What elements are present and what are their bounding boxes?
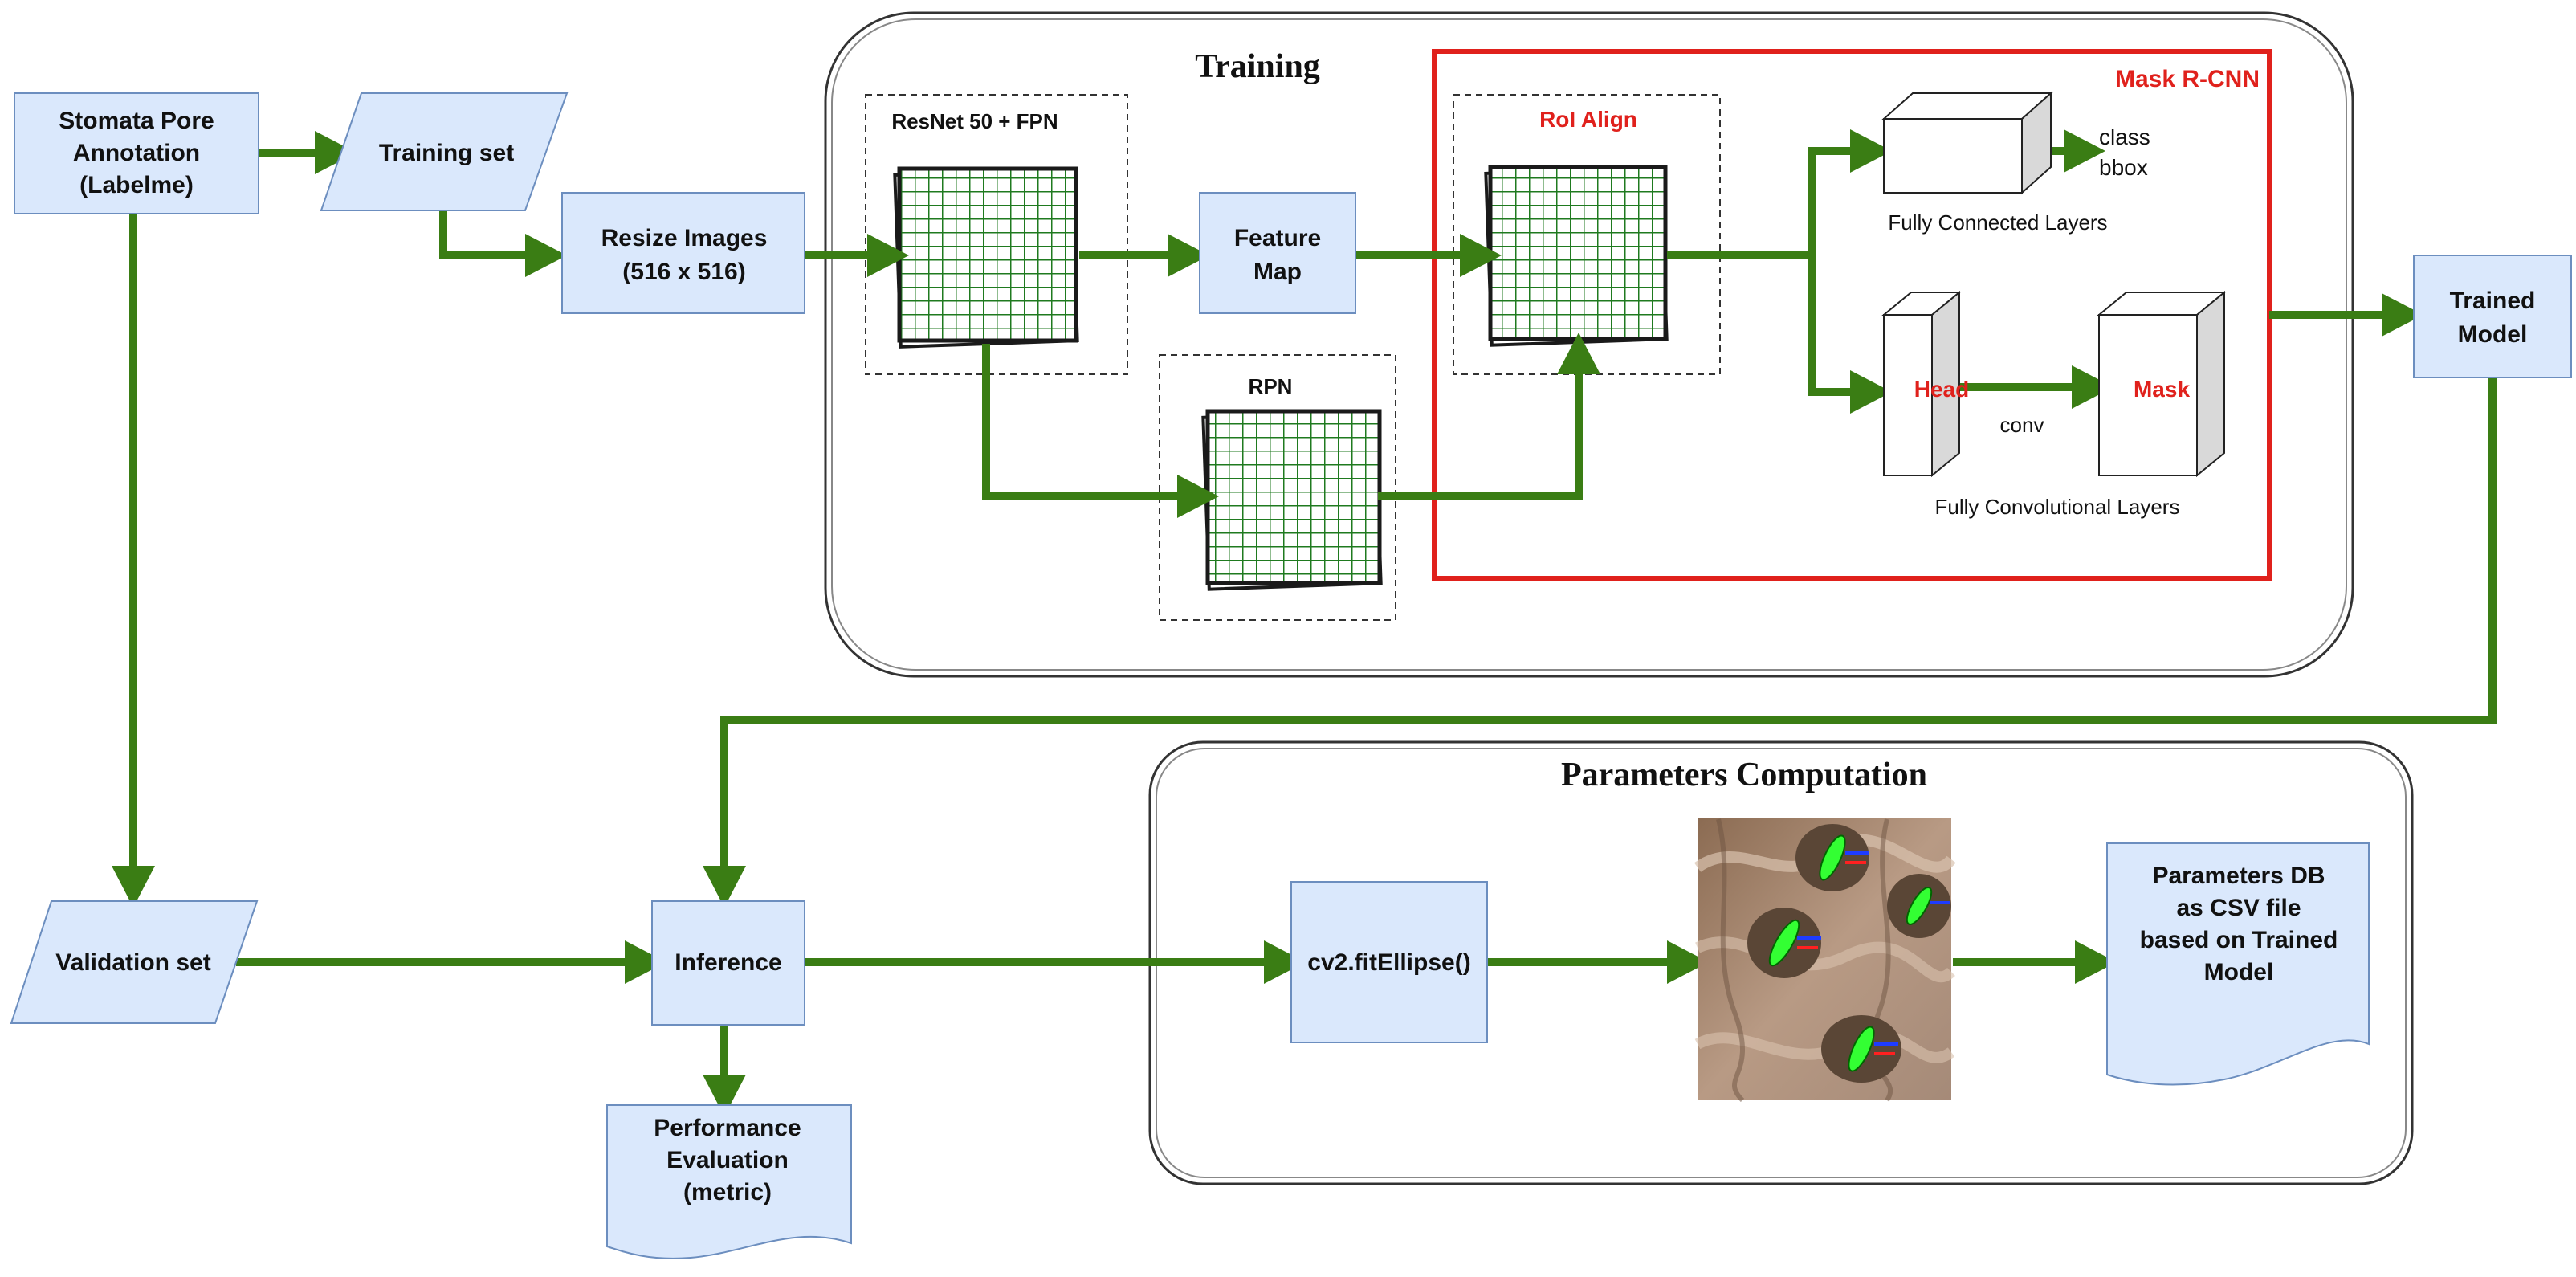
trained-model-node: Trained Model <box>2413 255 2572 378</box>
conv-label: conv <box>2000 413 2044 437</box>
fc-layers-caption: Fully Connected Layers <box>1888 210 2107 235</box>
rpn-label: RPN <box>1249 374 1293 398</box>
arrow-trained-inference <box>703 377 2497 908</box>
roi-grid-icon <box>1484 165 1669 347</box>
svg-text:(metric): (metric) <box>683 1179 772 1206</box>
arrow-roi-head <box>1808 255 1892 414</box>
mask-rcnn-label: Mask R-CNN <box>2115 66 2260 92</box>
arrow-roi-fc <box>1667 129 1892 259</box>
annotation-node: Stomata Pore Annotation (Labelme) <box>14 92 259 214</box>
svg-text:Training set: Training set <box>379 140 514 166</box>
svg-text:Trained: Trained <box>2450 288 2536 314</box>
fc-layer-block <box>1881 91 2053 195</box>
svg-text:as CSV file: as CSV file <box>2176 895 2301 921</box>
svg-text:Stomata Pore: Stomata Pore <box>59 108 214 134</box>
feature-map-node: Feature Map <box>1199 192 1356 314</box>
svg-text:Resize Images: Resize Images <box>601 225 768 251</box>
arrow-rpn-roi <box>1378 333 1600 500</box>
class-bbox-label: class bbox <box>2099 124 2150 180</box>
rpn-grid-icon <box>1201 409 1383 591</box>
svg-text:Model: Model <box>2204 959 2274 985</box>
parameters-title: Parameters Computation <box>1561 757 1927 794</box>
training-group: Training <box>824 11 2354 678</box>
svg-text:Annotation: Annotation <box>73 140 200 166</box>
svg-text:(516 x 516): (516 x 516) <box>622 259 745 285</box>
arrow-training-resize <box>439 210 567 277</box>
rpn-block: RPN <box>1159 354 1396 621</box>
resize-node: Resize Images (516 x 516) <box>561 192 805 314</box>
connectors <box>112 129 2497 1116</box>
svg-text:bbox: bbox <box>2099 155 2148 180</box>
svg-text:Feature: Feature <box>1234 225 1321 251</box>
fcn-layers-caption: Fully Convolutional Layers <box>1935 495 2180 519</box>
svg-text:Performance: Performance <box>654 1115 801 1141</box>
backbone-block: ResNet 50 + FPN <box>865 94 1128 375</box>
backbone-grid-icon <box>893 166 1079 349</box>
fit-ellipse-node: cv2.fitEllipse() <box>1290 881 1488 1043</box>
backbone-label: ResNet 50 + FPN <box>891 109 1058 133</box>
svg-text:Head: Head <box>1914 377 1969 402</box>
training-title: Training <box>1195 48 1320 85</box>
svg-text:Evaluation: Evaluation <box>666 1147 789 1173</box>
svg-text:Mask: Mask <box>2134 377 2190 402</box>
svg-text:Map: Map <box>1253 259 1302 285</box>
svg-text:cv2.fitEllipse(): cv2.fitEllipse() <box>1307 949 1470 976</box>
parameters-db-node: Parameters DB as CSV file based on Train… <box>2106 842 2370 1086</box>
roi-align-label: RoI Align <box>1539 107 1637 132</box>
svg-text:Model: Model <box>2458 321 2528 348</box>
inference-node: Inference <box>651 900 805 1026</box>
svg-text:Parameters DB: Parameters DB <box>2152 863 2325 889</box>
svg-text:Validation set: Validation set <box>55 949 210 976</box>
mask-node: Mask <box>2097 290 2227 478</box>
svg-text:class: class <box>2099 124 2150 149</box>
stomata-result-image <box>1694 818 1956 1103</box>
performance-node: Performance Evaluation (metric) <box>606 1104 852 1259</box>
validation-set-node: Validation set <box>10 900 259 1024</box>
svg-text:(Labelme): (Labelme) <box>79 172 194 198</box>
svg-text:Inference: Inference <box>675 949 781 976</box>
svg-text:based on Trained: based on Trained <box>2140 927 2338 953</box>
arrow-backbone-rpn <box>982 344 1219 518</box>
head-node: Head <box>1881 290 1969 478</box>
training-set-node: Training set <box>320 92 569 211</box>
